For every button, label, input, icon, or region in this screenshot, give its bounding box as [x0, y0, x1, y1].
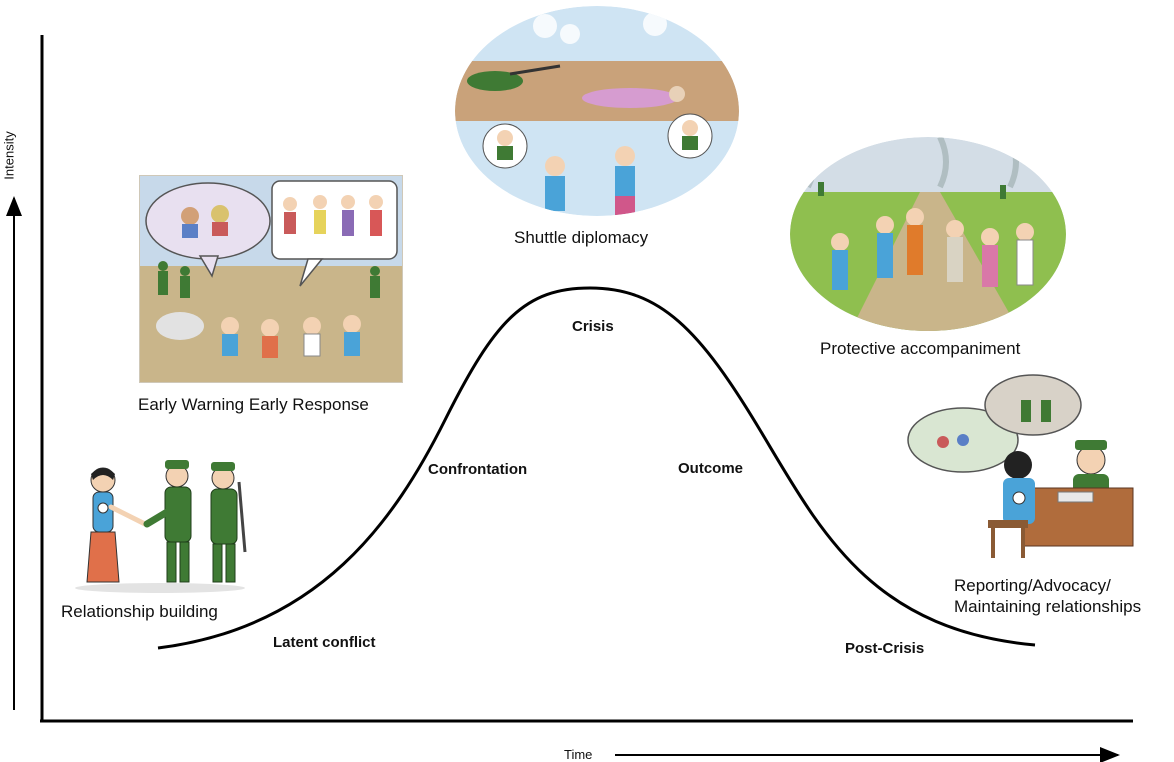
- caption-protective-accompaniment: Protective accompaniment: [820, 339, 1021, 358]
- stage-crisis: Crisis: [572, 318, 614, 335]
- caption-reporting-line-1: Reporting/Advocacy/: [954, 576, 1111, 595]
- caption-reporting-line-2: Maintaining relationships: [954, 597, 1142, 616]
- stage-outcome: Outcome: [678, 460, 744, 477]
- protective-accompaniment-illustration: [790, 137, 1066, 331]
- caption-shuttle-diplomacy: Shuttle diplomacy: [514, 228, 649, 247]
- stage-confrontation: Confrontation: [428, 461, 528, 478]
- intensity-curve: [157, 286, 1036, 650]
- caption-early-warning: Early Warning Early Response: [138, 395, 369, 414]
- relationship-building-illustration: [75, 460, 247, 593]
- x-axis-label: Time: [564, 747, 593, 762]
- stage-post-crisis: Post-Crisis: [845, 640, 925, 657]
- reporting-advocacy-illustration: [907, 374, 1134, 558]
- shuttle-diplomacy-illustration: [455, 6, 739, 216]
- stage-latent-conflict: Latent conflict: [273, 634, 376, 651]
- caption-relationship-building: Relationship building: [61, 602, 218, 621]
- y-axis-label: Intensity: [1, 131, 17, 180]
- early-warning-illustration: [139, 175, 403, 383]
